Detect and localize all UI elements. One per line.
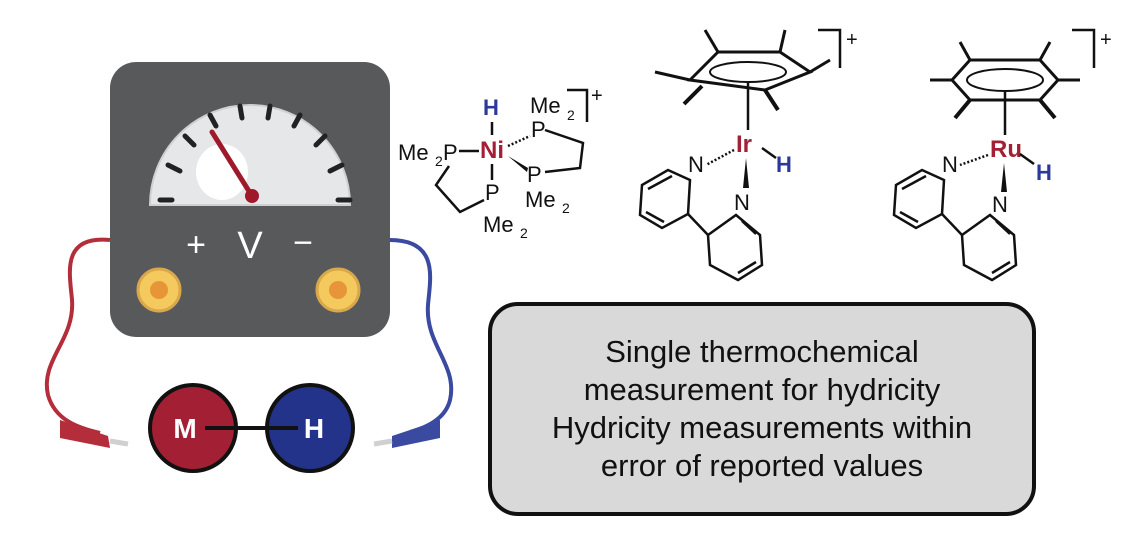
summary-box: Single thermochemical measurement for hy… — [488, 302, 1036, 516]
ir-bracket — [818, 28, 842, 68]
ni-me-right: Me — [525, 187, 556, 212]
ir-bipyridine — [638, 168, 764, 282]
ru-hydride: H — [1036, 160, 1052, 185]
summary-line-1: Single thermochemical — [605, 334, 919, 369]
minus-label: − — [293, 224, 313, 262]
ni-sub-bottom: 2 — [520, 225, 528, 241]
positive-terminal — [136, 267, 182, 313]
needle-pivot — [245, 189, 259, 203]
metal-label: M — [173, 413, 196, 444]
ru-complex: Ru H N N + — [892, 28, 1112, 282]
ir-n-bottom: N — [734, 190, 750, 215]
ru-bipyridine — [892, 168, 1018, 282]
ir-n-left: N — [688, 152, 704, 177]
ni-p-left: P — [443, 140, 458, 165]
ni-me-bottom: Me — [483, 212, 514, 237]
ni-complex: H Ni Me 2 P P Me 2 P Me 2 P Me 2 + — [398, 85, 603, 241]
ni-charge: + — [591, 85, 603, 107]
m-h-bond-model: M H — [148, 383, 355, 473]
summary-line-3: Hydricity measurements within — [551, 410, 973, 445]
ir-complex: Ir H N N + — [638, 28, 858, 282]
ru-metal: Ru — [990, 136, 1022, 163]
hydride-label: H — [304, 413, 324, 444]
ni-me-left: Me — [398, 140, 429, 165]
ni-p-top: P — [531, 117, 546, 142]
ni-sub-top: 2 — [567, 107, 575, 123]
dial-glare — [196, 144, 248, 200]
dial-ticks — [157, 103, 353, 203]
ni-sub-right: 2 — [562, 200, 570, 216]
ni-p-bottom: P — [485, 180, 500, 205]
unit-label: V — [237, 225, 263, 267]
summary-line-2: measurement for hydricity — [583, 372, 941, 407]
voltmeter: + V − — [110, 62, 390, 337]
ir-hydride: H — [776, 152, 792, 177]
ni-bracket — [567, 88, 589, 122]
ni-hydride: H — [483, 95, 499, 120]
ir-charge: + — [846, 29, 858, 51]
summary-line-4: error of reported values — [600, 448, 924, 483]
ni-sub-left: 2 — [435, 153, 443, 169]
ni-metal: Ni — [480, 137, 504, 164]
ni-p-right: P — [527, 162, 542, 187]
ru-bracket — [1072, 28, 1096, 68]
ir-metal: Ir — [736, 131, 752, 158]
ru-n-bottom: N — [992, 192, 1008, 217]
ni-me-top: Me — [530, 93, 561, 118]
voltmeter-needle — [209, 129, 255, 199]
ru-n-left: N — [942, 152, 958, 177]
negative-lead — [373, 238, 454, 448]
plus-label: + — [186, 226, 206, 264]
negative-terminal — [315, 267, 361, 313]
cp-ring — [686, 50, 814, 92]
ru-charge: + — [1100, 29, 1112, 51]
positive-lead — [44, 237, 129, 448]
